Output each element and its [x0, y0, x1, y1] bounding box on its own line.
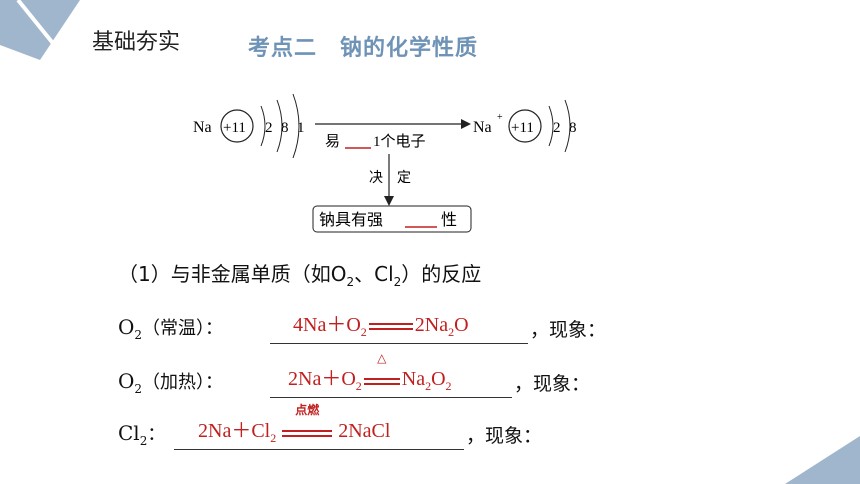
atom-shell-3: 1 [297, 120, 305, 136]
atom-shell-2: 8 [281, 120, 289, 136]
ion-nucleus: +11 [511, 120, 534, 136]
ion-symbol: Na [473, 119, 492, 136]
answer-blank-1[interactable] [270, 342, 528, 344]
ion-shell-1: 2 [553, 120, 561, 136]
arrow-head-right [461, 119, 471, 129]
answer-blank-3[interactable] [174, 448, 464, 450]
box-prefix: 钠具有强 [319, 211, 383, 229]
answer-blank-2[interactable] [270, 396, 512, 398]
corner-decoration-top-left [0, 0, 80, 60]
phenomenon-label-3: ，现象： [466, 425, 543, 447]
corner-decoration-bottom-right [785, 436, 860, 484]
atom-shell-arc-2 [276, 99, 283, 153]
property-box [312, 205, 472, 233]
condition-heat: △ [377, 350, 387, 365]
section-label: 基础夯实 [92, 30, 181, 55]
decide-1: 决 [369, 170, 383, 186]
page-title: 考点二 钠的化学性质 [248, 36, 479, 61]
reaction-heading: （1）与非金属单质（如O2、Cl2）的反应 [118, 262, 482, 289]
atom-shell-arc-3 [292, 93, 300, 159]
arrow-head-down [384, 196, 394, 206]
phenomenon-label-1: ，现象： [530, 319, 607, 341]
decide-2: 定 [397, 170, 411, 186]
sodium-ionization-diagram: Na +11 2 8 1 易 1个电子 Na + +11 2 8 决 定 钠具有… [193, 93, 577, 233]
reaction-row-o2-heat: O2（加热）： 2Na＋O2△Na2O2 ，现象： [118, 350, 591, 398]
ion-charge: + [497, 112, 503, 123]
condition-ignite: 点燃 [295, 402, 320, 417]
atom-nucleus: +11 [223, 120, 246, 136]
arrow-label-prefix: 易 [325, 134, 340, 150]
ion-shell-2: 8 [569, 120, 577, 136]
atom-shell-1: 2 [265, 120, 273, 136]
phenomenon-label-2: ，现象： [514, 373, 591, 395]
ion-nucleus-circle [508, 109, 542, 143]
box-suffix: 性 [441, 211, 457, 229]
atom-symbol: Na [193, 119, 212, 136]
answer-equation-2: 2Na＋O2△Na2O2 [288, 350, 452, 393]
atom-shell-arc-1 [260, 105, 266, 147]
arrow-label-suffix: 1个电子 [373, 133, 426, 150]
atom-nucleus-circle [220, 109, 254, 143]
